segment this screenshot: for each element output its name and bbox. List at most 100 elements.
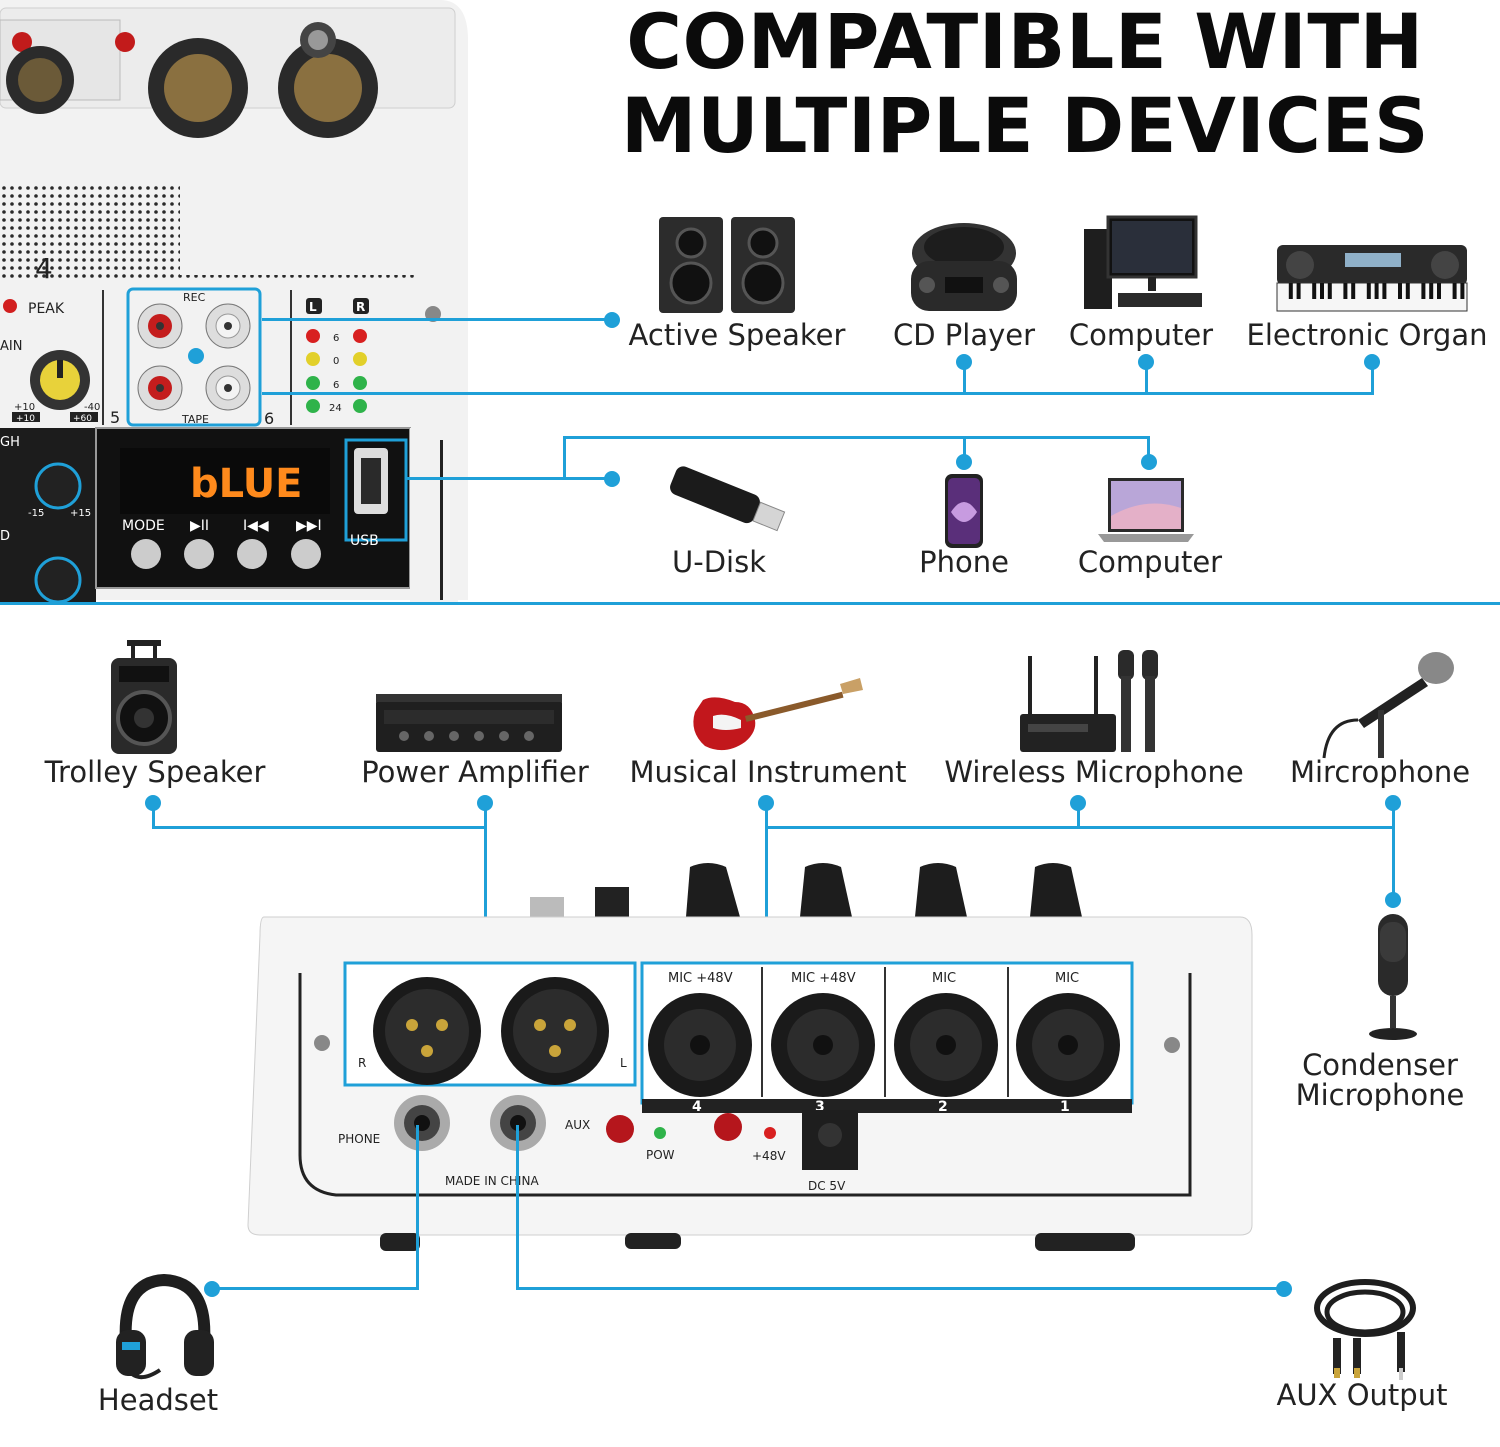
- condenser-mic-label: Condenser Microphone: [1296, 1050, 1465, 1110]
- connector-line: [765, 803, 768, 963]
- channel-4-label: 4: [35, 252, 53, 285]
- organ-black-key: [1312, 283, 1317, 299]
- gain-max-2: +60: [73, 414, 92, 424]
- desktop-computer-icon: [1084, 215, 1202, 309]
- channel-5-label: 5: [110, 408, 120, 427]
- phantom-led: [764, 1127, 776, 1139]
- connector-line: [1145, 362, 1148, 394]
- device-label: Microphone: [1295, 1078, 1465, 1112]
- connector-line: [963, 436, 966, 462]
- xlr-l-label: L: [620, 1056, 627, 1070]
- connector-line: [484, 803, 487, 963]
- connector-dot: [1141, 454, 1157, 470]
- organ-black-key: [1452, 283, 1457, 299]
- connector-line: [406, 477, 612, 480]
- device-label: Phone: [919, 545, 1009, 579]
- organ-black-key: [1398, 283, 1402, 299]
- wireless-mic-icon: [1020, 650, 1158, 752]
- organ-black-key: [1343, 283, 1348, 299]
- tape-label: TAPE: [181, 413, 209, 426]
- channel-number: 2: [938, 1099, 948, 1115]
- microphone-icon: [1322, 652, 1454, 759]
- device-label: AUX Output: [1276, 1378, 1448, 1412]
- laptop-icon: [1098, 478, 1194, 542]
- aux-jack[interactable]: [490, 1095, 546, 1151]
- section-divider: [0, 602, 1500, 605]
- channel-number: 1: [1060, 1099, 1070, 1115]
- connector-line: [765, 826, 1395, 829]
- organ-black-key: [1327, 283, 1332, 299]
- organ-black-key: [1288, 283, 1293, 299]
- connector-line: [152, 803, 155, 829]
- phone-jack[interactable]: [394, 1095, 450, 1151]
- power-button[interactable]: [606, 1115, 634, 1143]
- title-line-1: COMPATIBLE WITH: [626, 0, 1424, 86]
- connector-line: [516, 1287, 1284, 1290]
- meter-mark: 0: [333, 356, 339, 367]
- connector-dot: [1276, 1281, 1292, 1297]
- device-label: Wireless Microphone: [944, 755, 1244, 789]
- device-label: U-Disk: [672, 545, 766, 579]
- connector-line: [963, 362, 966, 394]
- organ-black-key: [1405, 283, 1410, 299]
- usb-drive-icon: [670, 466, 786, 532]
- connector-dot: [604, 312, 620, 328]
- organ-black-key: [1437, 283, 1441, 299]
- channel-number: 3: [815, 1099, 825, 1115]
- organ-black-key: [1351, 283, 1356, 299]
- power-amplifier-icon: [376, 694, 562, 752]
- device-label: Computer: [1077, 545, 1223, 579]
- combo-jack-2[interactable]: [894, 993, 998, 1097]
- player-display: bLUE: [190, 461, 303, 507]
- channel-number: 4: [692, 1099, 702, 1115]
- meter-l-label: L: [309, 300, 317, 314]
- combo-jack-3[interactable]: [771, 993, 875, 1097]
- connector-line: [212, 1287, 419, 1290]
- organ-black-key: [1382, 283, 1387, 299]
- pow-label: POW: [646, 1148, 675, 1162]
- phone-label: PHONE: [338, 1132, 380, 1146]
- device-label: Musical Instrument: [629, 755, 907, 789]
- connector-line: [262, 318, 612, 321]
- connector-line: [1147, 436, 1150, 462]
- channel-label: MIC +48V: [668, 971, 733, 986]
- condenser-mic-icon: [1369, 914, 1417, 1040]
- connector-dot: [1385, 892, 1401, 908]
- connector-line: [152, 826, 487, 829]
- page-title: COMPATIBLE WITH MULTIPLE DEVICES: [560, 0, 1490, 168]
- channel-label: MIC: [932, 971, 956, 986]
- connector-line: [1077, 803, 1080, 828]
- organ-black-key: [1374, 283, 1379, 299]
- connector-line: [262, 392, 1374, 395]
- connector-line: [416, 1125, 419, 1290]
- title-line-2: MULTIPLE DEVICES: [620, 81, 1430, 170]
- phantom-button[interactable]: [714, 1113, 742, 1141]
- organ-black-key: [1460, 283, 1465, 299]
- keyboard-organ-icon: [1276, 245, 1468, 312]
- device-label: Power Amplifier: [361, 755, 589, 789]
- gain-min-2: +10: [16, 414, 35, 424]
- organ-black-key: [1296, 283, 1301, 299]
- organ-black-key: [1320, 283, 1324, 299]
- organ-black-key: [1421, 283, 1426, 299]
- channel-label: MIC +48V: [791, 971, 856, 986]
- power-led: [654, 1127, 666, 1139]
- aux-cable-icon: [1314, 1279, 1416, 1380]
- combo-jack-4[interactable]: [648, 993, 752, 1097]
- eq-mid-label: D: [0, 529, 10, 544]
- gain-max: -40: [84, 402, 100, 413]
- combo-jack-1[interactable]: [1016, 993, 1120, 1097]
- connector-line: [563, 436, 1150, 439]
- aux-label: AUX: [565, 1118, 590, 1132]
- next-label: ▶▶I: [296, 518, 322, 534]
- trolley-speaker-icon: [111, 640, 177, 754]
- device-label: Electronic Organ: [1246, 318, 1488, 352]
- device-label: Trolley Speaker: [44, 755, 266, 789]
- meter-mark: 6: [333, 380, 339, 391]
- connector-dot: [604, 471, 620, 487]
- meter-mark: 24: [329, 403, 342, 414]
- connector-dot: [956, 454, 972, 470]
- connector-dot: [956, 354, 972, 370]
- speaker-icon: [659, 217, 795, 313]
- phantom-label: +48V: [752, 1149, 786, 1163]
